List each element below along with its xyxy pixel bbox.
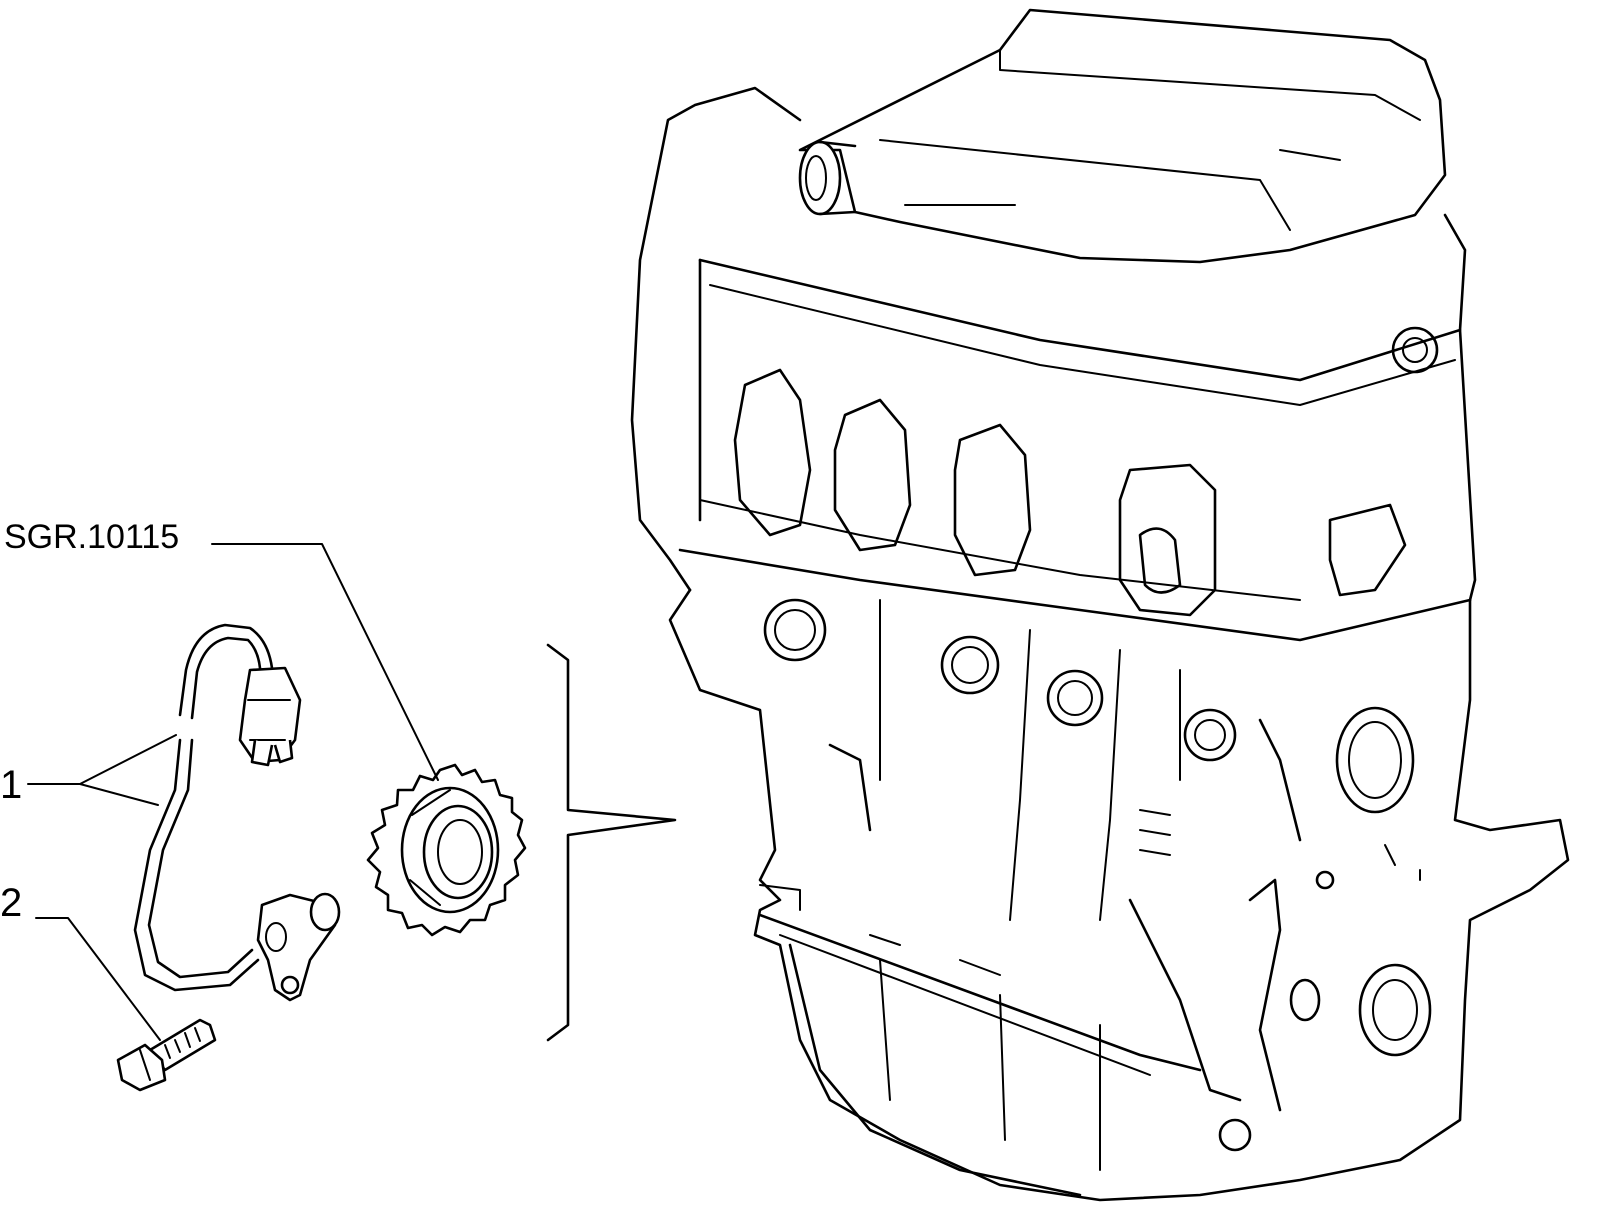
callout-part-ref: SGR.10115 bbox=[4, 518, 179, 556]
rocker-cover bbox=[798, 8, 1447, 264]
leader-sgr bbox=[211, 543, 439, 781]
oil-pan bbox=[758, 913, 1202, 1072]
callout-item-2: 2 bbox=[0, 881, 22, 925]
engine-block bbox=[630, 8, 1570, 1202]
block-body bbox=[668, 588, 1570, 1202]
assembly-bracket bbox=[546, 643, 677, 1042]
leader-1 bbox=[27, 734, 177, 806]
cylinder-head bbox=[630, 86, 802, 592]
bolt bbox=[116, 1018, 217, 1092]
leader-2 bbox=[35, 917, 161, 1041]
speed-sensor bbox=[133, 623, 341, 1002]
timing-pulley bbox=[366, 763, 527, 937]
callout-item-1: 1 bbox=[0, 763, 22, 807]
